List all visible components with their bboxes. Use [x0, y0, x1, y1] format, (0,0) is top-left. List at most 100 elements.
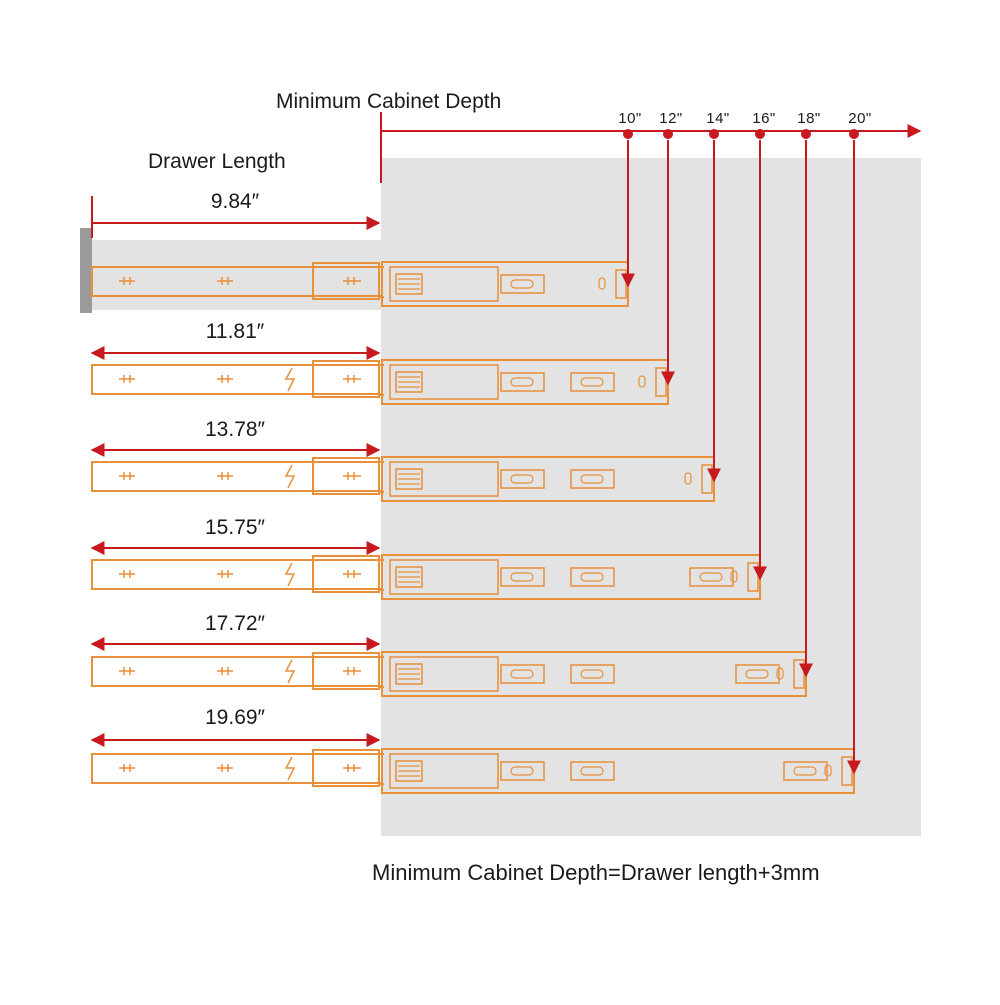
ball-bearing-block-5 — [395, 663, 423, 685]
depth-dot-6 — [849, 129, 859, 139]
size-label-18: 18" — [797, 110, 821, 127]
size-label-12: 12" — [659, 110, 683, 127]
mount-slot-5-2 — [570, 664, 615, 684]
drawer-hole-4-2 — [217, 570, 233, 578]
drawer-length-title: Drawer Length — [148, 150, 286, 173]
mount-slot-3-1 — [500, 469, 545, 489]
size-label-14: 14" — [706, 110, 730, 127]
drawer-member-end-6 — [312, 749, 380, 787]
formula-text: Minimum Cabinet Depth=Drawer length+3mm — [372, 860, 820, 885]
mount-slot-5-3 — [735, 664, 780, 684]
drawer-hole-2-1 — [119, 375, 135, 383]
drawer-hole-6-1 — [119, 764, 135, 772]
mount-slot-inner-6-3 — [793, 766, 817, 776]
drawer-hole-5-2 — [217, 667, 233, 675]
mount-slot-inner-4-2 — [580, 572, 604, 582]
mount-slot-inner-2-2 — [580, 377, 604, 387]
length-label-3: 13.78″ — [205, 418, 265, 441]
drawer-member-6 — [91, 753, 383, 784]
mount-slot-4-1 — [500, 567, 545, 587]
drawer-hole-3-2 — [217, 472, 233, 480]
length-label-4: 15.75″ — [205, 516, 265, 539]
ball-bearing-block-4 — [395, 566, 423, 588]
drawer-member-end-1 — [312, 262, 380, 300]
drawer-end-hole-5 — [343, 667, 361, 675]
drawer-end-hole-4 — [343, 570, 361, 578]
drawer-end-hole-1 — [343, 277, 361, 285]
mount-slot-5-1 — [500, 664, 545, 684]
depth-dot-1 — [623, 129, 633, 139]
break-mark-2 — [284, 367, 296, 392]
ball-bearing-lines-5 — [398, 668, 420, 680]
drawer-member-3 — [91, 461, 383, 492]
mount-slot-inner-6-1 — [510, 766, 534, 776]
ball-bearing-lines-4 — [398, 571, 420, 583]
break-mark-6 — [284, 756, 296, 781]
mount-slot-inner-2-1 — [510, 377, 534, 387]
mount-slot-2-1 — [500, 372, 545, 392]
drawer-end-hole-3 — [343, 472, 361, 480]
ball-bearing-lines-2 — [398, 376, 420, 388]
drawer-hole-1-2 — [217, 277, 233, 285]
mount-slot-inner-5-3 — [745, 669, 769, 679]
mount-slot-inner-5-1 — [510, 669, 534, 679]
break-mark-5 — [284, 659, 296, 684]
drawer-end-hole-2 — [343, 375, 361, 383]
mount-slot-inner-4-3 — [699, 572, 723, 582]
drawer-hole-4-1 — [119, 570, 135, 578]
mount-slot-4-3 — [689, 567, 734, 587]
size-label-10: 10" — [618, 110, 642, 127]
slide-row-2 — [91, 359, 669, 405]
mount-slot-inner-3-2 — [580, 474, 604, 484]
ball-bearing-block-6 — [395, 760, 423, 782]
end-hole-1 — [598, 277, 606, 290]
mount-slot-inner-3-1 — [510, 474, 534, 484]
mount-slot-6-1 — [500, 761, 545, 781]
ball-bearing-block-2 — [395, 371, 423, 393]
cabinet-slot-6 — [389, 753, 499, 789]
ball-bearing-lines-1 — [398, 278, 420, 290]
mount-slot-inner-6-2 — [580, 766, 604, 776]
mount-slot-1-1 — [500, 274, 545, 294]
depth-dot-5 — [801, 129, 811, 139]
cabinet-slot-2 — [389, 364, 499, 400]
length-label-6: 19.69″ — [205, 706, 265, 729]
size-label-16: 16" — [752, 110, 776, 127]
end-hole-2 — [638, 375, 646, 388]
drawer-member-5 — [91, 656, 383, 687]
drawer-member-4 — [91, 559, 383, 590]
drawer-hole-3-1 — [119, 472, 135, 480]
size-label-20: 20" — [848, 110, 872, 127]
drawer-end-hole-6 — [343, 764, 361, 772]
drawer-member-end-2 — [312, 360, 380, 398]
drawer-front-panel — [80, 228, 92, 313]
mount-slot-6-3 — [783, 761, 828, 781]
break-mark-3 — [284, 464, 296, 489]
cabinet-slot-3 — [389, 461, 499, 497]
depth-dot-4 — [755, 129, 765, 139]
mount-slot-inner-4-1 — [510, 572, 534, 582]
length-label-2: 11.81″ — [205, 320, 265, 343]
drawer-hole-6-2 — [217, 764, 233, 772]
end-hole-5 — [776, 667, 784, 680]
cabinet-background — [381, 158, 921, 836]
drawer-member-end-5 — [312, 652, 380, 690]
break-mark-4 — [284, 562, 296, 587]
min-cabinet-depth-title: Minimum Cabinet Depth — [276, 90, 502, 113]
ball-bearing-lines-6 — [398, 765, 420, 777]
depth-dot-3 — [709, 129, 719, 139]
depth-dot-2 — [663, 129, 673, 139]
cabinet-slot-1 — [389, 266, 499, 302]
mount-slot-inner-5-2 — [580, 669, 604, 679]
drawer-hole-5-1 — [119, 667, 135, 675]
ball-bearing-lines-3 — [398, 473, 420, 485]
length-label-5: 17.72″ — [205, 612, 265, 635]
drawer-member-end-4 — [312, 555, 380, 593]
drawer-hole-2-2 — [217, 375, 233, 383]
length-label-1: 9.84″ — [210, 190, 260, 213]
drawer-member-2 — [91, 364, 383, 395]
end-hole-6 — [824, 764, 832, 777]
drawer-hole-1-1 — [119, 277, 135, 285]
